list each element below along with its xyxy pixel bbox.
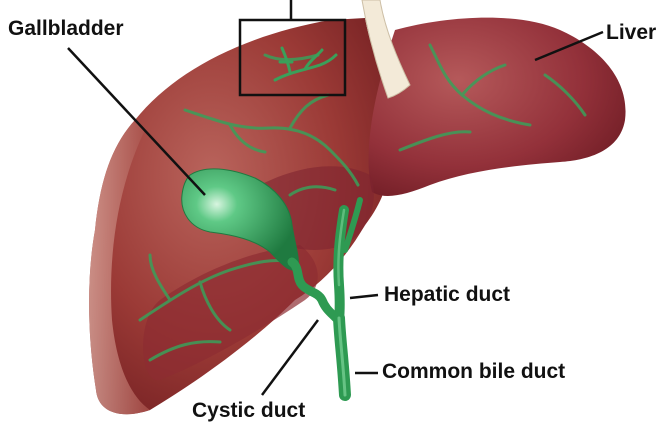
cystic-duct-leader <box>262 320 318 395</box>
gallbladder-label: Gallbladder <box>8 18 124 39</box>
hepatic-duct-label: Hepatic duct <box>384 284 510 305</box>
common-bile-duct-label: Common bile duct <box>382 361 565 382</box>
cystic-duct-label: Cystic duct <box>192 400 305 421</box>
hepatic-duct-leader <box>350 295 378 298</box>
liver-right-lobe <box>369 18 626 196</box>
liver-label: Liver <box>606 22 656 43</box>
